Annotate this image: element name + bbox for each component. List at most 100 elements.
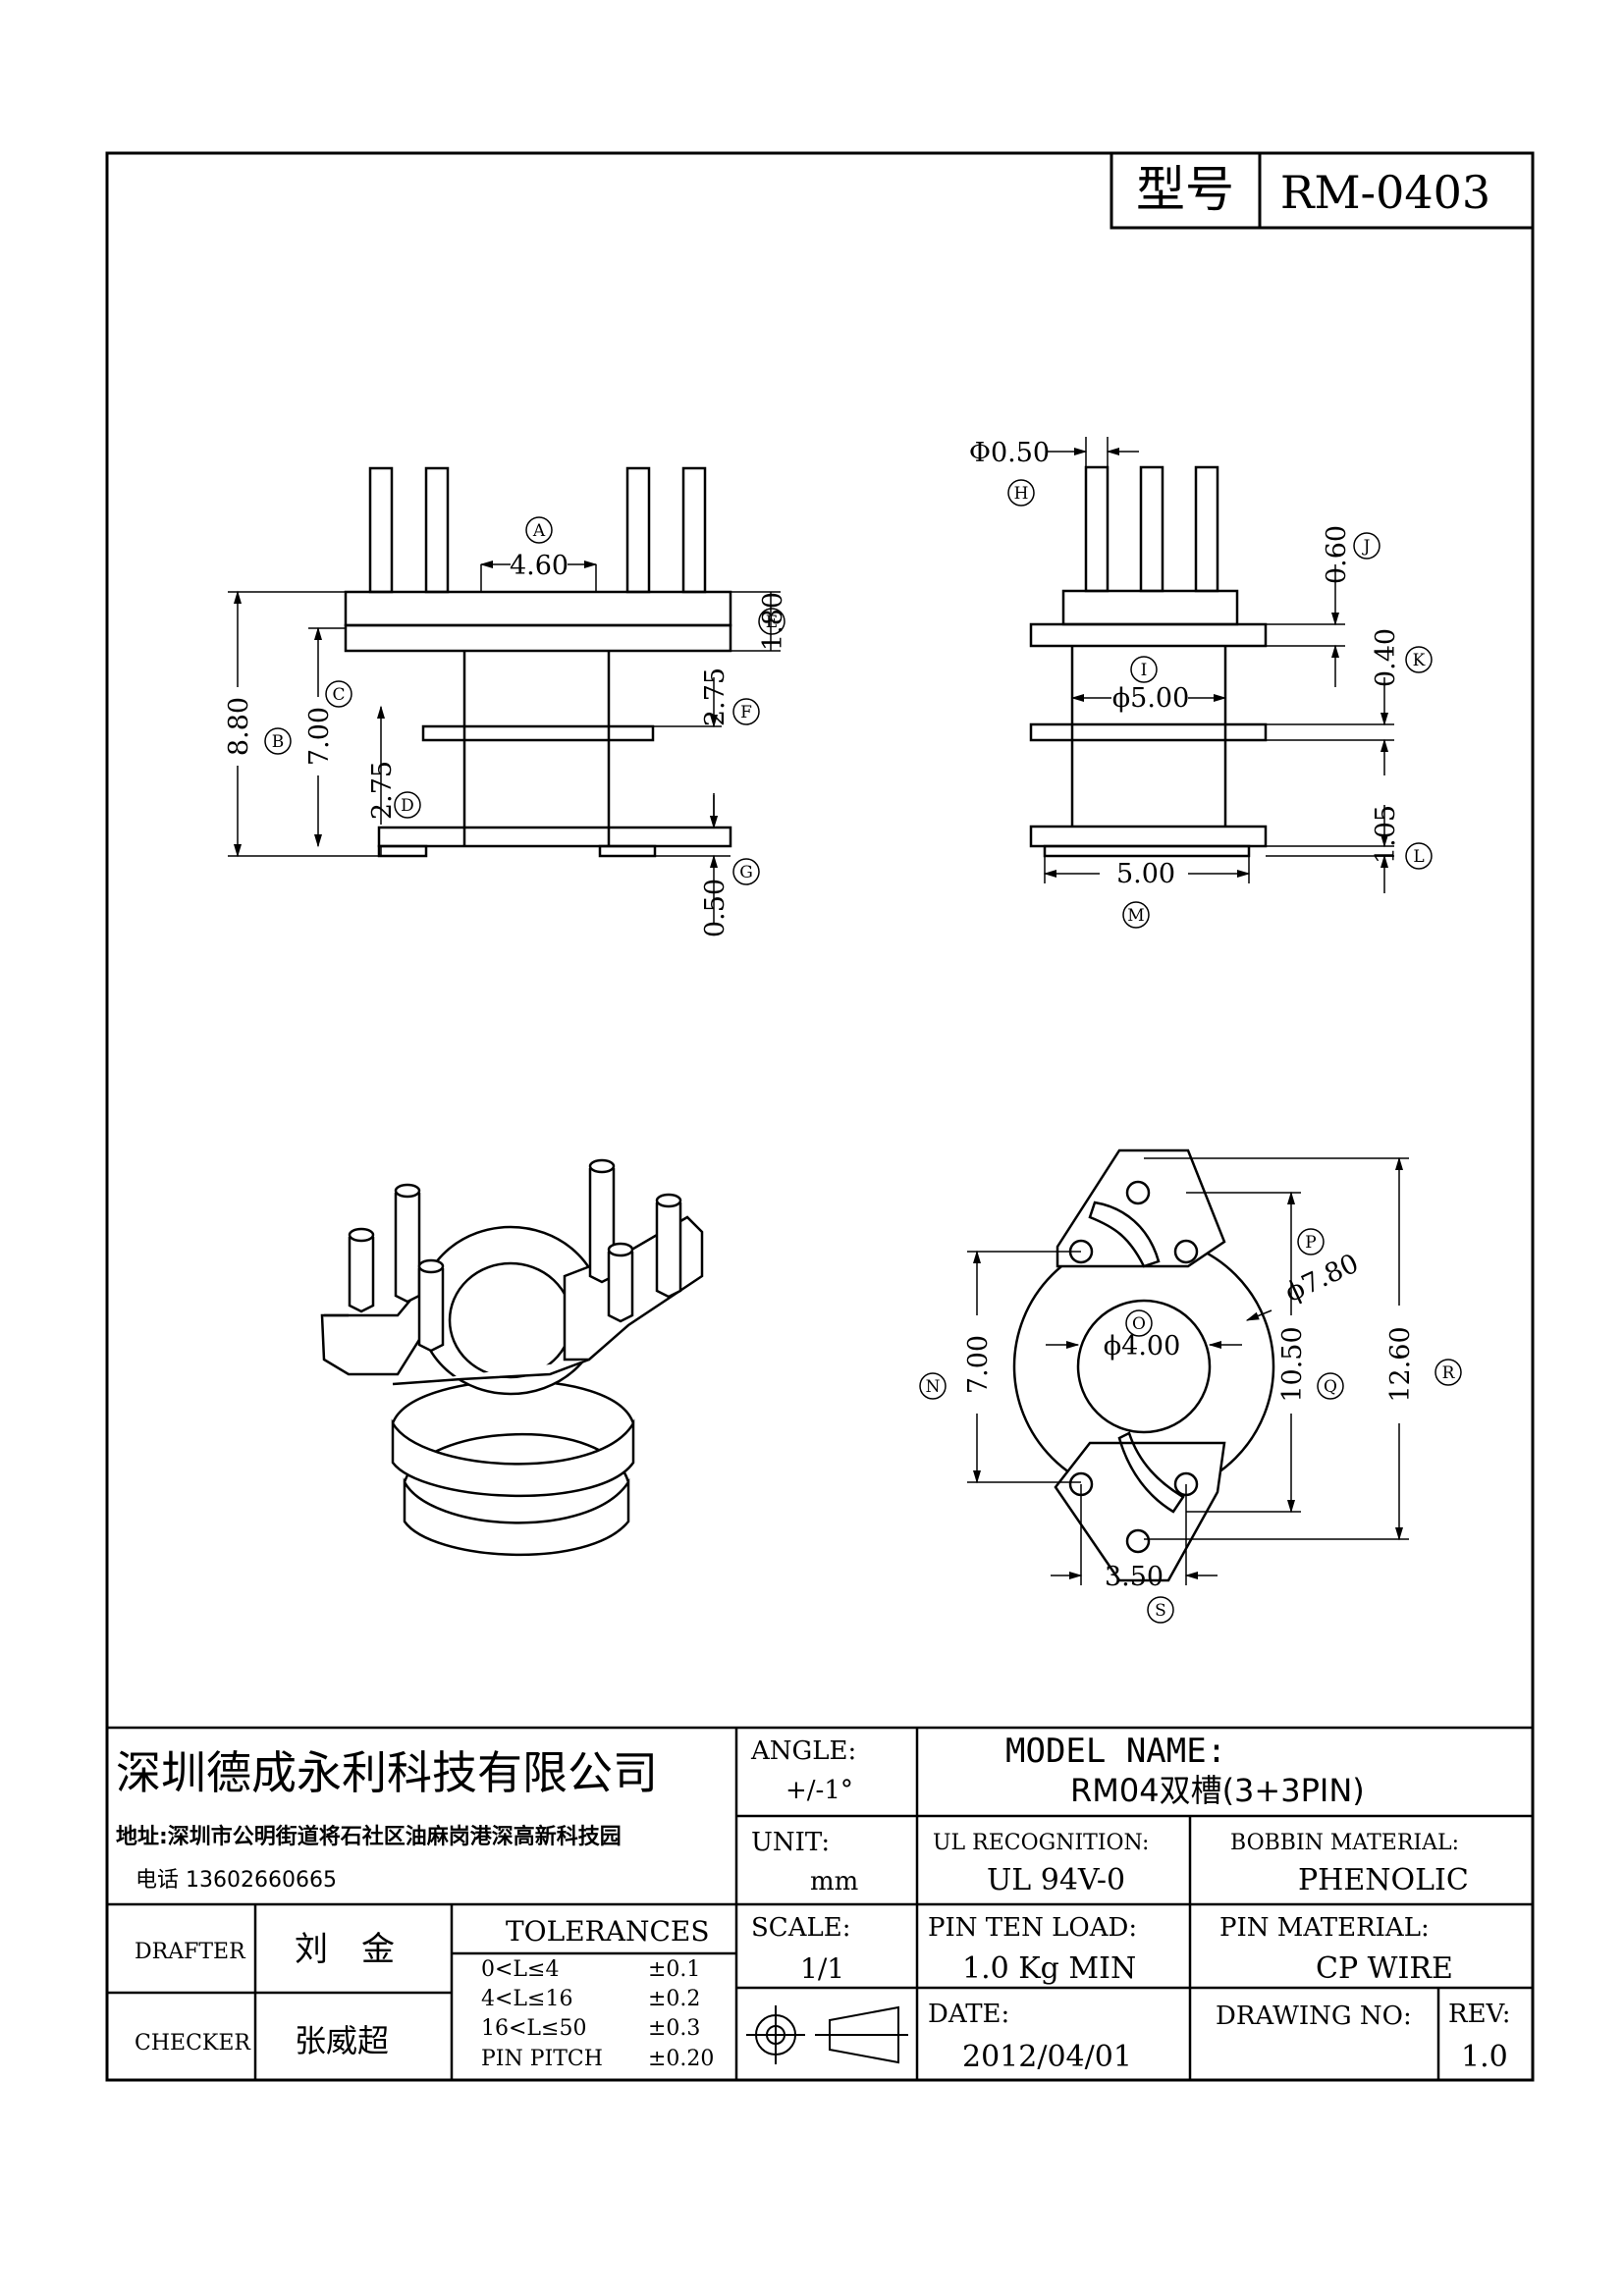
title-block [107, 1726, 1533, 2080]
marker-circle-p [1297, 1228, 1325, 1255]
drawing-no-label: DRAWING NO: [1216, 2002, 1412, 2031]
dim-i-text: ϕ5.00 [1112, 683, 1190, 714]
pin [681, 466, 707, 594]
marker-label-n: N [926, 1377, 941, 1397]
marker-label-r: R [1442, 1363, 1456, 1383]
title-block-text: 深圳德成永利科技有限公司 地址:深圳市公明街道将石社区油麻岗港深高新科技园 电话… [116, 1732, 1510, 2074]
model-name-label: MODEL NAME: [1005, 1732, 1226, 1771]
dim-r-text: 12.60 [1385, 1326, 1416, 1402]
bottom-view [1012, 1148, 1275, 1582]
scale-label: SCALE: [751, 1913, 851, 1943]
dim-c-text: 7.00 [304, 707, 335, 766]
tol-range-2: 4<L≤16 [481, 1987, 572, 2011]
pin-load-label: PIN TEN LOAD: [928, 1913, 1137, 1943]
marker-circle-d [394, 791, 421, 819]
dim-q-text: 10.50 [1277, 1326, 1308, 1402]
rev-label: REV: [1448, 2000, 1510, 2029]
date-label: DATE: [928, 2000, 1009, 2029]
marker-circle-j [1353, 532, 1380, 560]
unit-value: mm [810, 1867, 858, 1896]
marker-circle-l [1405, 842, 1433, 870]
marker-circle-c [325, 680, 352, 708]
projection-symbol-icon [746, 2005, 908, 2064]
model-number-box: 型号 RM-0403 [1110, 151, 1535, 230]
company-address: 地址:深圳市公明街道将石社区油麻岗港深高新科技园 [116, 1824, 622, 1849]
marker-label-f: F [740, 703, 752, 722]
dim-b-text: 8.80 [224, 697, 254, 756]
drafter-label: DRAFTER [135, 1940, 246, 1964]
marker-label-i: I [1141, 661, 1148, 680]
dim-p-text: ϕ7.80 [1280, 1249, 1363, 1308]
marker-label-e: E [766, 613, 778, 632]
rev-value: 1.0 [1461, 2040, 1508, 2074]
pin [1194, 465, 1219, 593]
pin [1084, 465, 1110, 593]
ul-label: UL RECOGNITION: [933, 1831, 1149, 1855]
side-view-dimensions [1043, 437, 1394, 893]
dim-l-text: 1.05 [1371, 805, 1401, 864]
unit-label: UNIT: [751, 1828, 830, 1857]
marker-circle-a [525, 516, 553, 544]
marker-circle-b [264, 727, 292, 755]
marker-label-l: L [1413, 847, 1424, 867]
model-value: RM-0403 [1280, 166, 1490, 219]
tol-value-1: ±0.1 [648, 1957, 700, 1982]
angle-value: +/-1° [785, 1776, 853, 1805]
tolerances-label: TOLERANCES [506, 1915, 710, 1948]
isometric-view [320, 1158, 704, 1557]
checker-value: 张威超 [295, 2022, 389, 2059]
pin-hole [1125, 1528, 1151, 1554]
dim-h-text: Φ0.50 [969, 438, 1050, 468]
marker-label-b: B [272, 732, 285, 752]
dim-d-text: 2.75 [367, 761, 398, 820]
marker-label-c: C [332, 685, 345, 705]
tol-value-3: ±0.3 [648, 2016, 700, 2041]
marker-label-s: S [1155, 1601, 1166, 1621]
marker-label-d: D [401, 796, 414, 816]
dim-g-text: 0.50 [700, 879, 731, 937]
bobbin-label: BOBBIN MATERIAL: [1230, 1831, 1459, 1855]
company-phone: 电话 13602660665 [135, 1868, 337, 1893]
side-view [1029, 465, 1268, 858]
dim-j-text: 0.60 [1322, 525, 1352, 584]
marker-circle-k [1405, 646, 1433, 673]
pin [368, 466, 394, 594]
marker-label-o: O [1132, 1314, 1146, 1334]
dim-a-text: 4.60 [510, 551, 568, 581]
date-value: 2012/04/01 [962, 2040, 1132, 2074]
marker-label-q: Q [1324, 1377, 1337, 1397]
marker-circle-n [919, 1372, 947, 1400]
front-view-dimensions [228, 560, 781, 923]
dim-e-text: 1.80 [758, 592, 788, 651]
marker-label-a: A [532, 521, 546, 541]
ul-value: UL 94V-0 [987, 1863, 1125, 1897]
bottom-view-dimensions [967, 1156, 1409, 1585]
pin [1139, 465, 1164, 593]
marker-circle-f [732, 698, 760, 725]
drafter-value: 刘 金 [295, 1930, 395, 1969]
model-label: 型号 [1136, 161, 1234, 218]
pin-material-label: PIN MATERIAL: [1219, 1913, 1430, 1943]
dim-m-text: 5.00 [1116, 859, 1175, 889]
dim-f-text: 2.75 [700, 667, 731, 726]
marker-circle-s [1147, 1596, 1174, 1624]
pin [424, 466, 450, 594]
pin-hole [1173, 1239, 1199, 1264]
side-view-labels: Φ0.50 ϕ5.00 0.60 0.40 1.05 5.00 [969, 438, 1401, 889]
marker-circle-e [758, 608, 785, 635]
front-view-labels: 4.60 8.80 7.00 2.75 1.80 2.75 0.50 [224, 551, 788, 937]
tol-range-3: 16<L≤50 [481, 2016, 586, 2041]
marker-label-g: G [739, 863, 753, 882]
marker-circle-i [1130, 656, 1158, 683]
tol-value-2: ±0.2 [648, 1987, 700, 2011]
pin [625, 466, 651, 594]
tol-range-1: 0<L≤4 [481, 1957, 559, 1982]
dim-s-text: 3.50 [1105, 1562, 1164, 1592]
marker-circle-o [1125, 1309, 1153, 1337]
dim-k-text: 0.40 [1371, 628, 1401, 687]
marker-circle-r [1435, 1359, 1462, 1386]
scale-value: 1/1 [800, 1952, 844, 1985]
dim-n-text: 7.00 [963, 1335, 994, 1394]
